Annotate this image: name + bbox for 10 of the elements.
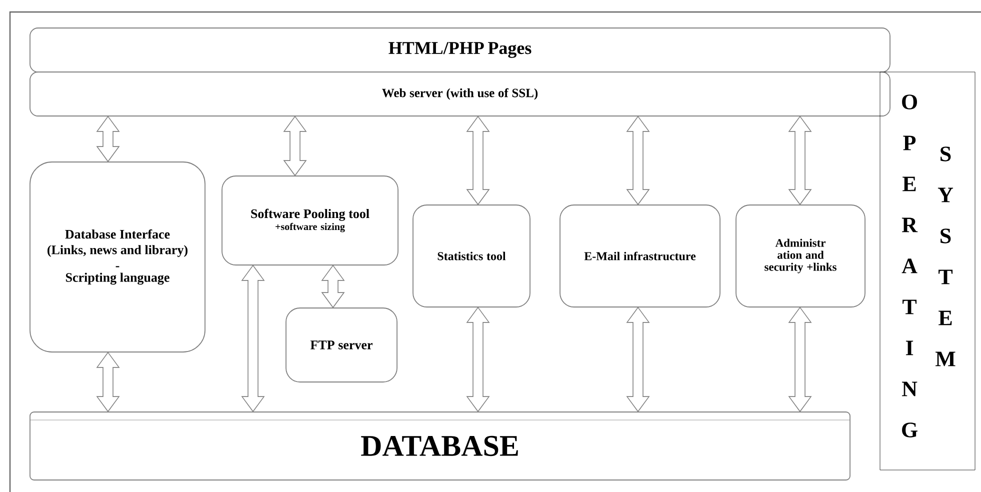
module-box: Database Interface (Links, news and library) - Scripting language	[30, 162, 206, 352]
server-layer-box: Web server (with use of SSL)	[30, 72, 890, 116]
module-box: FTP server	[286, 308, 398, 382]
database-band: DATABASE	[30, 412, 850, 480]
page-layer-box: HTML/PHP Pages	[30, 28, 890, 72]
module-box: Software Pooling tool +software sizing	[222, 176, 398, 266]
module-box: Administr ation and security +links	[736, 204, 866, 308]
module-box: E-Mail infrastructure	[560, 204, 720, 308]
module-box: Statistics tool	[412, 204, 530, 308]
system-column-box: OPERATING SYSTEM	[880, 72, 976, 470]
